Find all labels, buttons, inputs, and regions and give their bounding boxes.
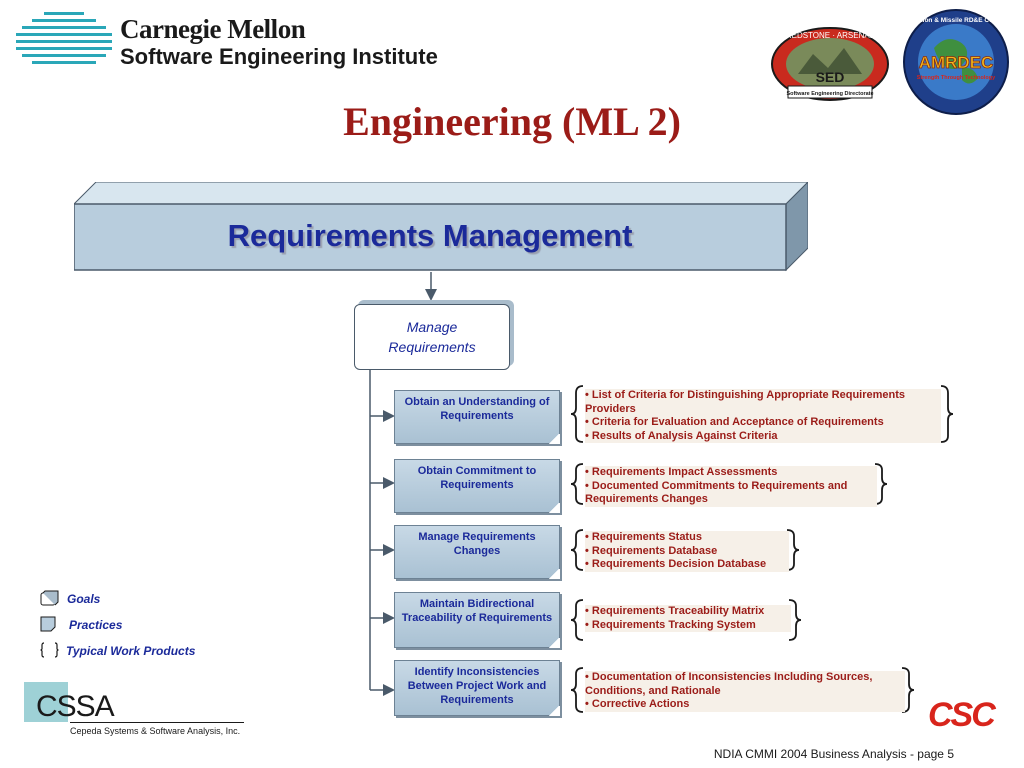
process-area-banner: [74, 182, 808, 272]
practice-identify-inconsistencies: Identify Inconsistencies Between Project…: [394, 660, 560, 716]
legend-practices-label: Practices: [69, 618, 123, 632]
sed-short-text: SED: [816, 69, 845, 85]
legend-bracket-icon: [40, 642, 59, 658]
process-area-title: Requirements Management: [227, 218, 633, 253]
sei-logo-icon: [16, 12, 112, 64]
work-product-item: • Corrective Actions: [585, 698, 690, 710]
work-product-item: • Requirements Decision Database: [585, 558, 767, 570]
page-title: Engineering (ML 2): [343, 99, 681, 144]
legend-goal-icon: [40, 590, 59, 606]
work-product-item: • Requirements Impact Assessments: [585, 466, 778, 478]
university-name: Carnegie Mellon: [120, 14, 306, 44]
work-product-item: • Documented Commitments to Requirements…: [585, 479, 848, 506]
practice-manage-changes: Manage Requirements Changes: [394, 525, 560, 579]
cssa-logo-text: CSSA: [36, 690, 115, 723]
work-products-maintain-traceability: • Requirements Traceability Matrix • Req…: [585, 605, 791, 632]
cssa-company-name: Cepeda Systems & Software Analysis, Inc.: [70, 726, 241, 736]
practice-obtain-understanding: Obtain an Understanding of Requirements: [394, 390, 560, 444]
work-products-identify-inconsistencies: • Documentation of Inconsistencies Inclu…: [585, 671, 905, 712]
sed-badge-icon: REDSTONE · ARSENAL SED Software Engineer…: [771, 27, 889, 101]
practice-obtain-commitment: Obtain Commitment to Requirements: [394, 459, 560, 513]
cssa-rule: [70, 722, 244, 723]
work-product-item: • Requirements Database: [585, 544, 718, 557]
work-product-item: • Requirements Traceability Matrix: [585, 605, 765, 617]
cssa-logo-icon: [24, 682, 68, 722]
sed-top-text: REDSTONE · ARSENAL: [786, 31, 875, 40]
amrdec-badge-icon: AMRDEC Strength Through Technology Aviat…: [903, 9, 1009, 115]
practice-maintain-traceability: Maintain Bidirectional Traceability of R…: [394, 592, 560, 648]
footer-caption: NDIA CMMI 2004 Business Analysis - page …: [713, 747, 954, 761]
institute-name: Software Engineering Institute: [120, 44, 438, 69]
work-product-item: • Requirements Status: [585, 531, 702, 543]
legend-work-products-label: Typical Work Products: [66, 644, 196, 658]
legend-practice-icon: [40, 616, 56, 632]
work-product-item: • Results of Analysis Against Criteria: [585, 429, 778, 442]
csc-logo: CSC: [928, 696, 996, 734]
work-product-item: • Criteria for Evaluation and Acceptance…: [585, 416, 884, 428]
amrdec-short-text: AMRDEC: [919, 53, 994, 72]
work-product-item: • Requirements Tracking System: [585, 618, 756, 631]
amrdec-motto-text: Strength Through Technology: [917, 75, 996, 81]
amrdec-ring-text: Aviation & Missile RD&E Center: [907, 17, 1005, 24]
sed-full-text: Software Engineering Directorate: [786, 91, 873, 97]
work-product-item: • List of Criteria for Distinguishing Ap…: [585, 389, 906, 415]
legend-goals-label: Goals: [67, 592, 101, 606]
work-products-obtain-commitment: • Requirements Impact Assessments • Docu…: [585, 466, 877, 507]
work-products-manage-changes: • Requirements Status • Requirements Dat…: [585, 531, 789, 572]
work-products-obtain-understanding: • List of Criteria for Distinguishing Ap…: [585, 389, 941, 443]
work-product-item: • Documentation of Inconsistencies Inclu…: [585, 671, 873, 697]
goal-manage-requirements: Manage Requirements: [354, 304, 510, 370]
